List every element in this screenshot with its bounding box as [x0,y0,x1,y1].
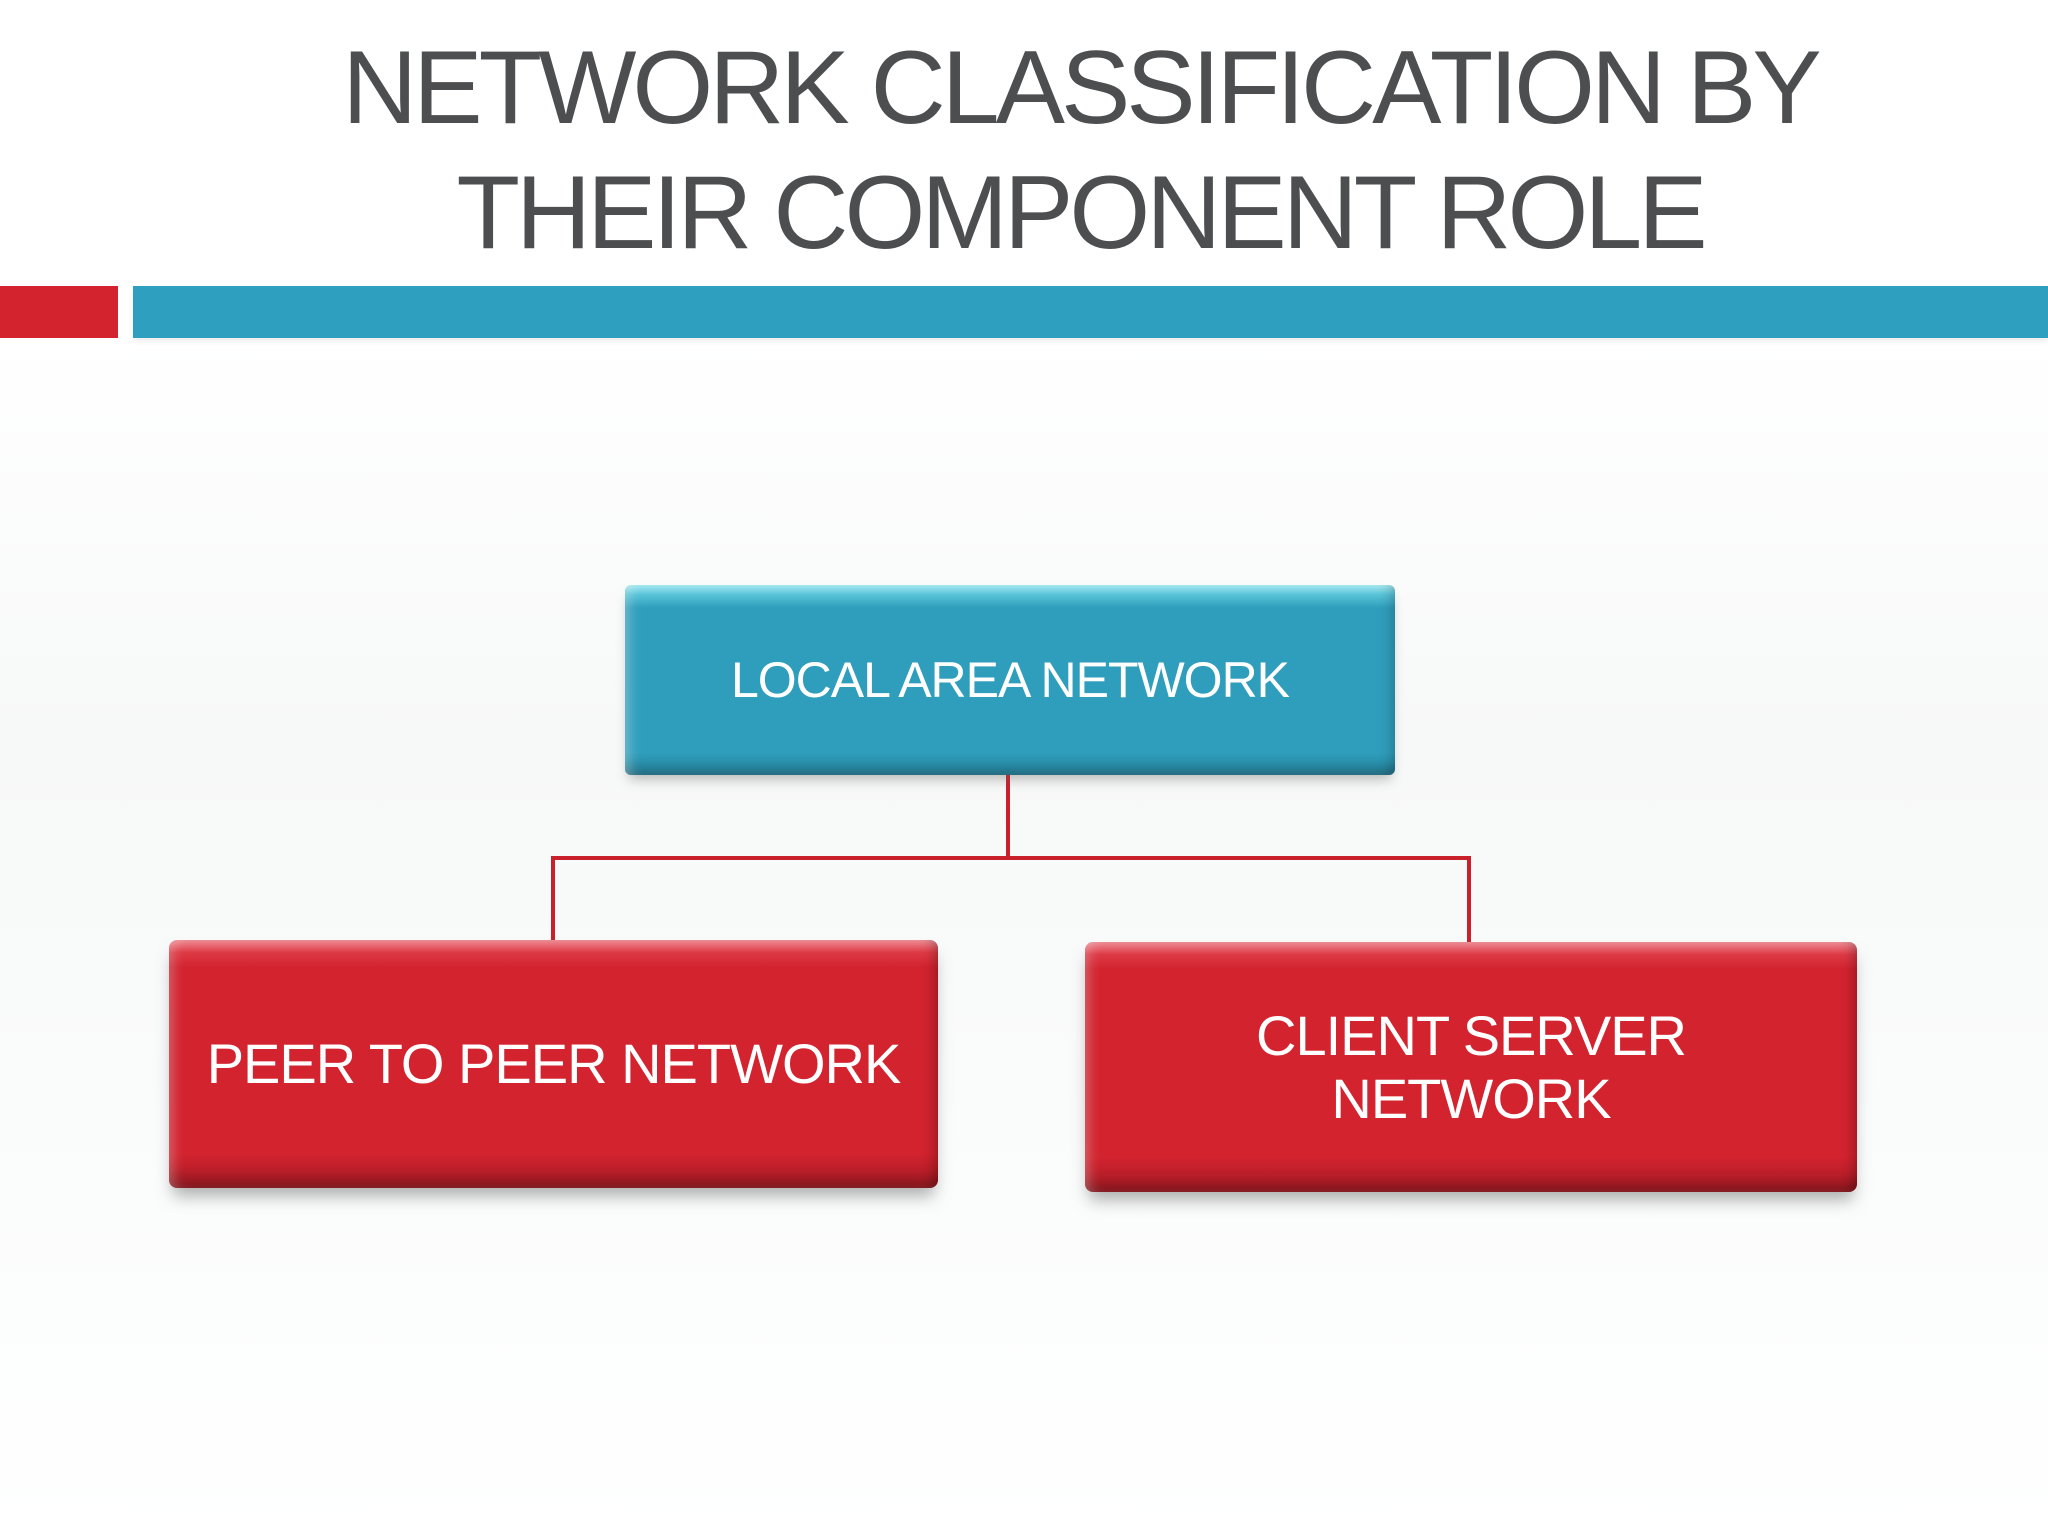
accent-bar-teal [133,286,2048,338]
connector-horizontal [551,856,1471,860]
connector-root-stem [1006,772,1010,858]
accent-bar-red [0,286,118,338]
title-line-1: NETWORK CLASSIFICATION BY [342,30,1822,146]
title-line-2: THEIR COMPONENT ROLE [456,154,1707,271]
node-local-area-network-label: LOCAL AREA NETWORK [730,652,1290,708]
node-peer-to-peer-network: PEER TO PEER NETWORK [169,940,938,1188]
slide-title: NETWORK CLASSIFICATION BY THEIR COMPONEN… [112,26,2048,276]
connector-left-drop [551,856,555,946]
node-client-server-network: CLIENT SERVER NETWORK [1085,942,1857,1192]
node-peer-to-peer-network-label: PEER TO PEER NETWORK [206,1032,902,1096]
node-client-server-network-label: CLIENT SERVER NETWORK [1256,1003,1687,1130]
connector-right-drop [1467,856,1471,948]
node-local-area-network: LOCAL AREA NETWORK [625,585,1395,775]
